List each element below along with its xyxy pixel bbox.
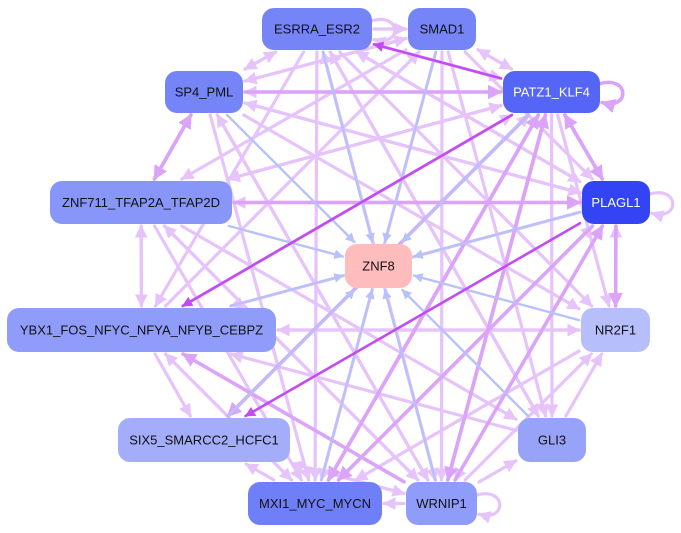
edge-sp4_pml-to-plagl1 bbox=[243, 101, 582, 196]
node-label: PATZ1_KLF4 bbox=[513, 85, 590, 100]
edge-wrnip1-to-wrnip1 bbox=[475, 492, 502, 524]
edge-ybx1_fos_nfyc_nfya_nfyb_cebpz-to-znf8 bbox=[229, 273, 345, 308]
edge-patz1_klf4-to-patz1_klf4 bbox=[598, 80, 625, 113]
edge-znf711_tfap2a_tfap2d-to-patz1_klf4 bbox=[226, 102, 503, 181]
edge-patz1_klf4-to-smad1 bbox=[476, 48, 514, 71]
node-sp4-pml[interactable]: SP4_PML bbox=[165, 71, 243, 113]
edge-patz1_klf4-to-ybx1_fos_nfyc_nfya_nfyb_cebpz bbox=[181, 113, 514, 308]
edge-sp4_pml-to-nr2f1 bbox=[242, 113, 581, 311]
edge-mxi1_myc_mycn-to-six5_smarcc2_hcfc1 bbox=[244, 462, 276, 482]
edge-sp4_pml-to-znf8 bbox=[225, 113, 356, 244]
node-box[interactable] bbox=[118, 418, 290, 462]
node-nr2f1[interactable]: NR2F1 bbox=[581, 308, 650, 352]
node-box[interactable] bbox=[582, 181, 650, 224]
edge-smad1-to-znf8 bbox=[382, 50, 437, 244]
edge-smad1-to-wrnip1 bbox=[435, 50, 448, 482]
node-smad1[interactable]: SMAD1 bbox=[408, 8, 476, 50]
edge-gli3-to-esrra_esr2 bbox=[328, 50, 540, 418]
node-box[interactable] bbox=[248, 482, 382, 525]
node-box[interactable] bbox=[406, 482, 477, 525]
node-label: YBX1_FOS_NFYC_NFYA_NFYB_CEBPZ bbox=[20, 323, 263, 338]
node-box[interactable] bbox=[50, 181, 232, 224]
edge-mxi1_myc_mycn-to-patz1_klf4 bbox=[326, 113, 541, 482]
node-gli3[interactable]: GLI3 bbox=[518, 418, 586, 462]
node-box[interactable] bbox=[581, 308, 650, 352]
edge-esrra_esr2-to-plagl1 bbox=[355, 50, 582, 184]
node-wrnip1[interactable]: WRNIP1 bbox=[406, 482, 477, 525]
node-label: ZNF8 bbox=[362, 259, 395, 274]
edge-smad1-to-znf711_tfap2a_tfap2d bbox=[180, 48, 408, 181]
node-znf711-tfap2a-tfap2d[interactable]: ZNF711_TFAP2A_TFAP2D bbox=[50, 181, 232, 224]
edge-patz1_klf4-to-znf8 bbox=[401, 113, 530, 244]
node-box[interactable] bbox=[408, 8, 476, 50]
edge-gli3-to-znf8 bbox=[401, 288, 530, 418]
node-label: SIX5_SMARCC2_HCFC1 bbox=[129, 433, 279, 448]
node-label: SP4_PML bbox=[175, 85, 234, 100]
node-ybx1-fos-nfyc-nfya-nfyb-cebpz[interactable]: YBX1_FOS_NFYC_NFYA_NFYB_CEBPZ bbox=[7, 308, 276, 352]
edge-six5_smarcc2_hcfc1-to-znf8 bbox=[226, 288, 356, 418]
node-box[interactable] bbox=[165, 71, 243, 113]
edge-esrra_esr2-to-sp4_pml bbox=[243, 50, 278, 71]
edge-esrra_esr2-to-esrra_esr2 bbox=[370, 17, 397, 49]
edge-sp4_pml-to-wrnip1 bbox=[215, 113, 430, 482]
node-six5-smarcc2-hcfc1[interactable]: SIX5_SMARCC2_HCFC1 bbox=[118, 418, 290, 462]
node-box[interactable] bbox=[345, 244, 412, 288]
edge-ybx1_fos_nfyc_nfya_nfyb_cebpz-to-six5_smarcc2_hcfc1 bbox=[153, 352, 192, 418]
node-label: ESRRA_ESR2 bbox=[274, 22, 360, 37]
node-label: NR2F1 bbox=[595, 323, 636, 338]
edge-plagl1-to-patz1_klf4 bbox=[563, 113, 605, 181]
edge-plagl1-to-plagl1 bbox=[648, 191, 675, 223]
edge-plagl1-to-six5_smarcc2_hcfc1 bbox=[244, 222, 582, 418]
node-label: ZNF711_TFAP2A_TFAP2D bbox=[62, 195, 220, 210]
edge-mxi1_myc_mycn-to-znf8 bbox=[320, 288, 375, 482]
edge-znf711_tfap2a_tfap2d-to-sp4_pml bbox=[152, 113, 193, 181]
node-znf8[interactable]: ZNF8 bbox=[345, 244, 412, 288]
edge-esrra_esr2-to-znf8 bbox=[321, 50, 375, 244]
edge-wrnip1-to-plagl1 bbox=[453, 224, 605, 482]
edge-wrnip1-to-ybx1_fos_nfyc_nfya_nfyb_cebpz bbox=[181, 352, 406, 484]
edge-wrnip1-to-znf8 bbox=[382, 288, 437, 482]
node-label: MXI1_MYC_MYCN bbox=[259, 496, 371, 511]
node-box[interactable] bbox=[518, 418, 586, 462]
node-label: SMAD1 bbox=[420, 22, 465, 37]
edge-wrnip1-to-gli3 bbox=[477, 459, 518, 484]
edge-gli3-to-nr2f1 bbox=[564, 352, 604, 418]
node-plagl1[interactable]: PLAGL1 bbox=[582, 181, 650, 224]
edge-znf711_tfap2a_tfap2d-to-gli3 bbox=[180, 224, 518, 421]
node-box[interactable] bbox=[7, 308, 276, 352]
node-mxi1-myc-mycn[interactable]: MXI1_MYC_MYCN bbox=[248, 482, 382, 525]
node-label: PLAGL1 bbox=[591, 195, 640, 210]
edge-esrra_esr2-to-mxi1_myc_mycn bbox=[308, 50, 322, 482]
edge-znf711_tfap2a_tfap2d-to-znf8 bbox=[227, 224, 345, 259]
node-label: WRNIP1 bbox=[416, 496, 467, 511]
edge-nr2f1-to-znf8 bbox=[412, 273, 581, 322]
edge-plagl1-to-znf8 bbox=[412, 210, 582, 259]
node-box[interactable] bbox=[503, 71, 600, 113]
node-box[interactable] bbox=[262, 8, 372, 50]
node-patz1-klf4[interactable]: PATZ1_KLF4 bbox=[503, 71, 600, 113]
edge-patz1_klf4-to-esrra_esr2 bbox=[372, 41, 503, 80]
edge-nr2f1-to-mxi1_myc_mycn bbox=[354, 349, 581, 482]
node-esrra-esr2[interactable]: ESRRA_ESR2 bbox=[262, 8, 372, 50]
node-label: GLI3 bbox=[538, 433, 566, 448]
